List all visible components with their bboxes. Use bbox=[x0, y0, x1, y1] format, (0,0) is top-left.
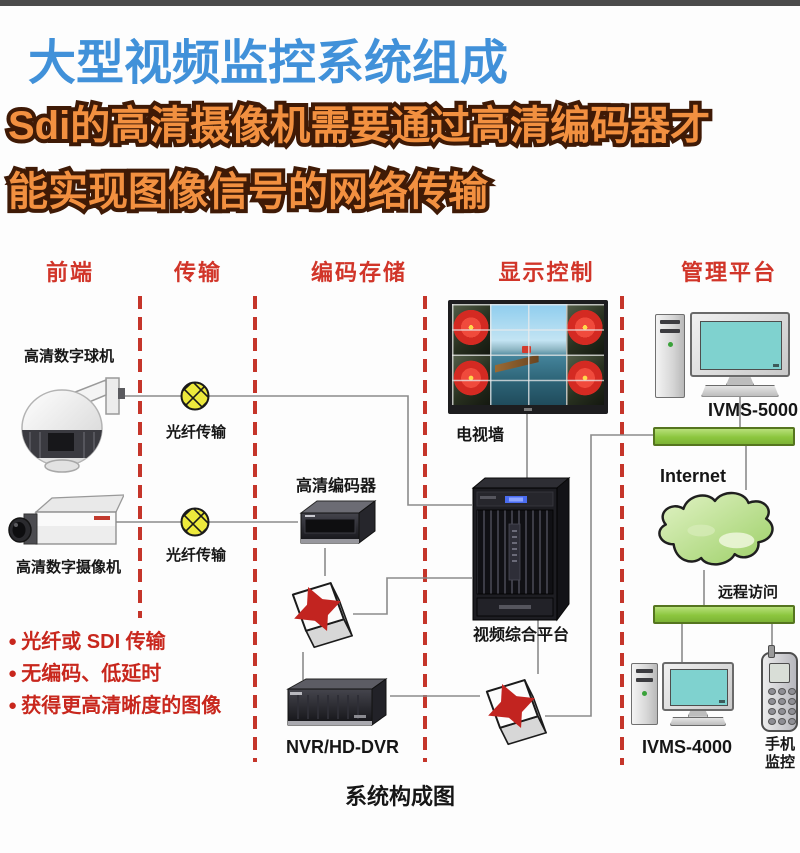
internet-cloud-icon bbox=[658, 491, 774, 566]
column-header-management: 管理平台 bbox=[680, 260, 777, 285]
video-platform-icon bbox=[471, 476, 571, 622]
column-divider-3 bbox=[423, 296, 427, 762]
page-title: 大型视频监控系统组成 bbox=[28, 37, 509, 90]
bullet-item-3: 获得更高清晰度的图像 bbox=[8, 696, 221, 716]
column-divider-4 bbox=[620, 296, 624, 765]
remote-access-label: 远程访问 bbox=[718, 584, 779, 601]
network-hub-icon-2 bbox=[653, 605, 795, 624]
fiber-node-icon-1 bbox=[178, 379, 212, 413]
video-platform-label: 视频综合平台 bbox=[472, 627, 569, 644]
diagram-caption: 系统构成图 bbox=[345, 784, 456, 809]
fiber-node-icon-2 bbox=[178, 505, 212, 539]
ivms5000-label: IVMS-5000 bbox=[708, 400, 799, 420]
bullet-item-2: 无编码、低延时 bbox=[8, 664, 161, 684]
ivms5000-monitor-icon bbox=[690, 312, 790, 400]
tv-wall-icon bbox=[448, 300, 608, 414]
subtitle-line-1: Sdi的高清摄像机需要通过高清编码器才 Sdi的高清摄像机需要通过高清编码器才 bbox=[4, 100, 788, 154]
fiber-label-2: 光纤传输 bbox=[165, 547, 226, 564]
nvr-icon bbox=[286, 678, 388, 726]
subtitle-line-2-outline: 能实现图像信号的网络传输 bbox=[4, 166, 492, 218]
ivms4000-monitor-icon bbox=[662, 662, 734, 728]
network-hub-icon-1 bbox=[653, 427, 795, 446]
tv-wall-label: 电视墙 bbox=[456, 427, 505, 444]
ivms5000-tower-icon bbox=[655, 314, 685, 398]
column-divider-2 bbox=[253, 296, 257, 762]
phone-label-line1: 手机 bbox=[765, 736, 796, 753]
subtitle-line-2-text: 能实现图像信号的网络传输 bbox=[8, 170, 488, 214]
column-header-encoding-storage: 编码存储 bbox=[310, 260, 407, 285]
bullet-item-1: 光纤或 SDI 传输 bbox=[8, 632, 165, 652]
column-header-frontend: 前端 bbox=[45, 260, 94, 285]
dome-camera-icon bbox=[21, 377, 125, 473]
ivms4000-label: IVMS-4000 bbox=[642, 737, 733, 757]
internet-label: Internet bbox=[660, 466, 727, 486]
box-camera-icon bbox=[8, 494, 124, 545]
column-header-display-control: 显示控制 bbox=[498, 260, 595, 285]
phone-label-line2: 监控 bbox=[765, 754, 796, 771]
ivms4000-tower-icon bbox=[631, 663, 658, 725]
top-border-strip bbox=[0, 0, 800, 6]
subtitle-line-2: 能实现图像信号的网络传输 能实现图像信号的网络传输 bbox=[4, 166, 788, 220]
dome-camera-label: 高清数字球机 bbox=[24, 348, 115, 365]
encoder-label: 高清编码器 bbox=[296, 478, 377, 495]
box-camera-label: 高清数字摄像机 bbox=[16, 559, 122, 576]
nvr-label: NVR/HD-DVR bbox=[286, 737, 400, 757]
subtitle-line-1-outline: Sdi的高清摄像机需要通过高清编码器才 bbox=[4, 100, 714, 152]
column-divider-1 bbox=[138, 296, 142, 618]
tv-wall-grid-lines bbox=[452, 304, 604, 405]
mobile-phone-icon bbox=[761, 645, 798, 732]
fiber-label-1: 光纤传输 bbox=[165, 424, 226, 441]
subtitle-line-1-text: Sdi的高清摄像机需要通过高清编码器才 bbox=[8, 104, 711, 148]
column-header-transmission: 传输 bbox=[173, 260, 222, 285]
encoder-icon bbox=[299, 500, 377, 544]
switch-icon-1 bbox=[283, 571, 357, 661]
switch-icon-2 bbox=[477, 668, 551, 758]
